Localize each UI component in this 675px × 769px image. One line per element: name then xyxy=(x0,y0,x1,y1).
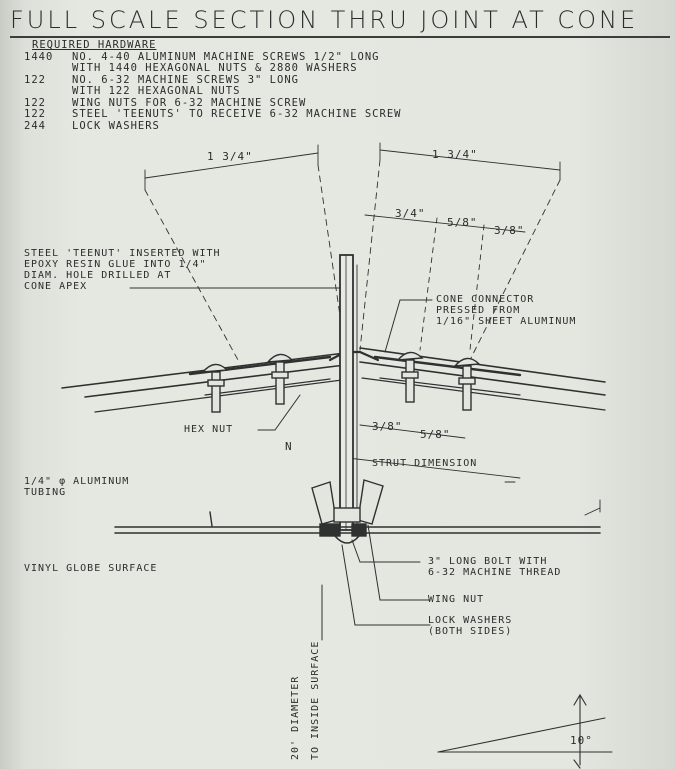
hardware-row: 122 STEEL 'TEENUTS' TO RECEIVE 6-32 MACHI… xyxy=(24,108,402,121)
hardware-desc: NO. 4-40 ALUMINUM MACHINE SCREWS 1/2" LO… xyxy=(72,50,380,74)
vinyl-surface xyxy=(114,511,601,544)
right-strut xyxy=(359,347,606,411)
hardware-qty: 1440 xyxy=(24,50,54,63)
left-strut xyxy=(61,352,346,413)
label-teenut: STEEL 'TEENUT' INSERTED WITH EPOXY RESIN… xyxy=(24,248,221,292)
label-diameter: 20' DIAMETER xyxy=(290,675,301,760)
dim-upper-c: 3/8" xyxy=(494,224,525,237)
hardware-row: 1440 NO. 4-40 ALUMINUM MACHINE SCREWS 1/2… xyxy=(24,50,401,75)
hardware-desc: NO. 6-32 MACHINE SCREWS 3" LONG WITH 122… xyxy=(72,73,299,97)
label-lock-washers: LOCK WASHERS (BOTH SIDES) xyxy=(428,615,513,637)
drawing-title: FULL SCALE SECTION THRU JOINT AT CONE xyxy=(10,6,639,34)
hardware-row: 244 LOCK WASHERS xyxy=(24,119,401,133)
hardware-qty: 122 xyxy=(24,96,46,109)
hardware-list: REQUIRED HARDWARE 1440 NO. 4-40 ALUMINUM … xyxy=(24,39,402,133)
hardware-row: 122 NO. 6-32 MACHINE SCREWS 3" LONG WITH … xyxy=(24,73,401,98)
dim-angle: 10° xyxy=(570,734,593,747)
label-bolt: 3" LONG BOLT WITH 6-32 MACHINE THREAD xyxy=(428,556,562,578)
label-wing-nut: WING NUT xyxy=(428,594,485,605)
hardware-heading: REQUIRED HARDWARE xyxy=(32,39,157,51)
angle-indicator xyxy=(437,693,613,769)
hardware-qty: 244 xyxy=(24,119,46,132)
hardware-desc: STEEL 'TEENUTS' TO RECEIVE 6-32 MACHINE … xyxy=(72,108,402,120)
dim-lower-b: 5/8" xyxy=(420,428,451,441)
dim-upper-a: 3/4" xyxy=(395,207,426,220)
wing-nut xyxy=(311,479,384,525)
dim-right-span: 1 3/4" xyxy=(432,148,478,161)
label-inside-surface: TO INSIDE SURFACE xyxy=(310,640,321,760)
label-vinyl-surface: VINYL GLOBE SURFACE xyxy=(24,563,158,574)
hardware-desc: LOCK WASHERS xyxy=(72,119,160,132)
label-hex-nut: HEX NUT xyxy=(184,424,234,435)
label-strut-dimension: STRUT DIMENSION xyxy=(372,458,478,469)
machine-screws xyxy=(201,351,481,413)
dim-small-n: N xyxy=(285,440,293,453)
central-bolt xyxy=(339,254,358,531)
dim-upper-b: 5/8" xyxy=(447,216,478,229)
dim-left-span: 1 3/4" xyxy=(207,150,253,163)
hardware-desc: WING NUTS FOR 6-32 MACHINE SCREW xyxy=(72,96,307,109)
hardware-qty: 122 xyxy=(24,73,46,86)
dim-lower-a: 3/8" xyxy=(372,420,403,433)
label-tubing: 1/4" φ ALUMINUM TUBING xyxy=(24,476,130,498)
title-underline xyxy=(10,36,670,38)
hardware-qty: 122 xyxy=(24,108,46,120)
hardware-row: 122 WING NUTS FOR 6-32 MACHINE SCREW xyxy=(24,96,401,110)
label-cone-connector: CONE CONNECTOR PRESSED FROM 1/16" SHEET … xyxy=(436,294,577,327)
leader-lines xyxy=(129,287,433,641)
